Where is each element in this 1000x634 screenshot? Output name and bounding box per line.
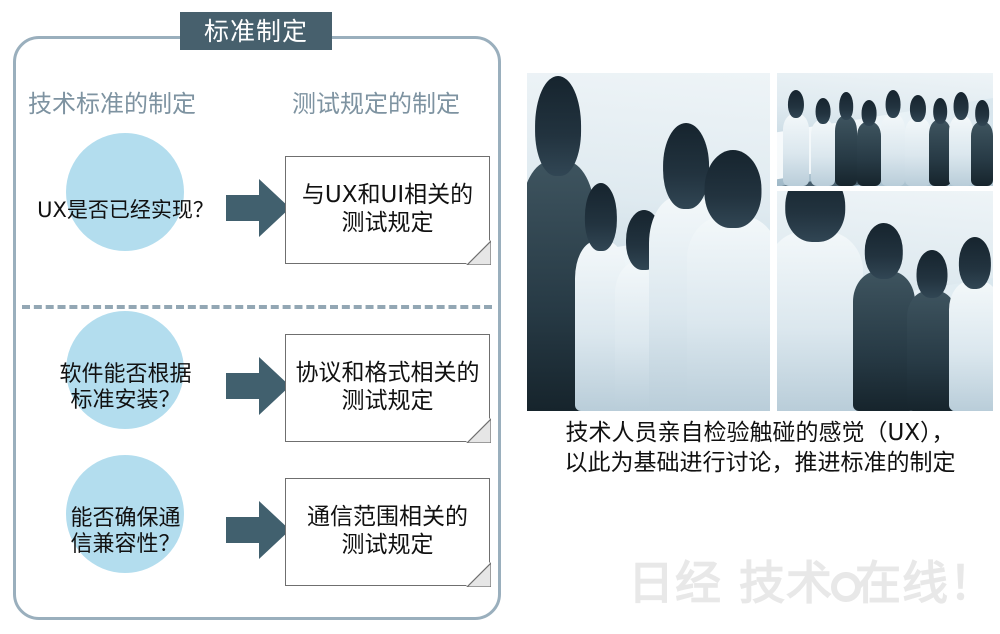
arrow-right-icon [226, 177, 292, 239]
result-note: 与UX和UI相关的 测试规定 [285, 156, 491, 265]
column-header-technical-standard: 技术标准的制定 [28, 90, 196, 118]
photo-panel: 技术人员亲自检验触碰的感觉（UX）， 以此为基础进行讨论，推进标准的制定 日经 … [520, 0, 1000, 634]
result-note-box [285, 156, 490, 264]
folded-corner-icon [465, 417, 491, 443]
result-note-text: 通信范围相关的 测试规定 [307, 504, 468, 558]
question-circle [66, 311, 184, 429]
question-circle [66, 455, 184, 573]
photo-bottom [777, 191, 993, 411]
arrow-right-icon [226, 499, 292, 561]
result-note: 协议和格式相关的 测试规定 [285, 334, 491, 443]
watermark-part2: 在线！ [855, 556, 997, 610]
watermark-ring-icon [831, 572, 862, 602]
section-divider [22, 305, 492, 309]
photo-top [777, 73, 993, 186]
watermark-part1: 日经 技术 [628, 556, 834, 610]
question-cell: 能否确保通 信兼容性？ [13, 455, 238, 587]
question-text: 能否确保通 信兼容性？ [70, 506, 181, 557]
question-cell: 软件能否根据 标准安装？ [13, 311, 238, 443]
result-note-box [285, 334, 490, 442]
photo-caption: 技术人员亲自检验触碰的感觉（UX）， 以此为基础进行讨论，推进标准的制定 [564, 420, 956, 477]
question-text: UX是否已经实现？ [37, 197, 214, 222]
question-text: 软件能否根据 标准安装？ [59, 362, 192, 413]
title-badge-label: 标准制定 [203, 16, 308, 46]
title-badge: 标准制定 [180, 12, 332, 50]
question-circle [66, 133, 184, 251]
watermark: 日经 技术在线！ [628, 556, 1000, 610]
flow-row: 能否确保通 信兼容性？ 通信范围相关的 测试规定 [13, 455, 501, 587]
result-note-text: 与UX和UI相关的 测试规定 [301, 182, 474, 236]
result-note-box [285, 478, 490, 586]
folded-corner-icon [465, 561, 491, 587]
folded-corner-icon [465, 239, 491, 265]
diagram-panel: 标准制定 技术标准的制定 测试规定的制定 UX是否已经实现？ 与UX和UI相关的… [13, 12, 501, 620]
result-note-text: 协议和格式相关的 测试规定 [295, 360, 480, 414]
photo-main [527, 73, 770, 411]
flow-row: UX是否已经实现？ 与UX和UI相关的 测试规定 [13, 133, 501, 265]
question-cell: UX是否已经实现？ [13, 133, 238, 265]
flow-row: 软件能否根据 标准安装？ 协议和格式相关的 测试规定 [13, 311, 501, 443]
column-header-test-spec: 测试规定的制定 [292, 90, 460, 118]
arrow-right-icon [226, 355, 292, 417]
result-note: 通信范围相关的 测试规定 [285, 478, 491, 587]
